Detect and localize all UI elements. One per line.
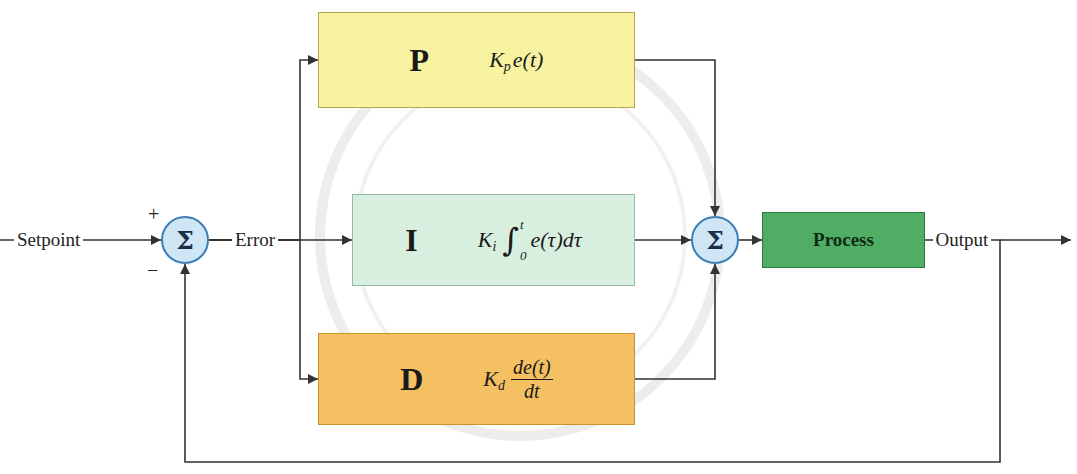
sum-symbol: Σ bbox=[176, 228, 194, 253]
process-label: Process bbox=[813, 229, 874, 251]
sign-mark: + bbox=[148, 202, 159, 226]
gain-subscript: i bbox=[492, 239, 496, 255]
content: IKi∫t0e(τ)dτ bbox=[405, 218, 581, 262]
formula: Kd de(t)dt bbox=[483, 356, 552, 403]
content: Process bbox=[813, 229, 874, 251]
gain-symbol: K bbox=[478, 227, 493, 253]
content: P Kpe(t) bbox=[410, 42, 544, 79]
connector bbox=[635, 60, 715, 216]
junction-circle bbox=[692, 217, 738, 263]
signal-name: Error bbox=[232, 229, 278, 252]
signal-name: Output bbox=[933, 229, 992, 252]
process-box: Process bbox=[762, 212, 925, 268]
signal-name: Setpoint bbox=[14, 229, 83, 252]
gain-subscript: d bbox=[498, 378, 505, 394]
content: D Kd de(t)dt bbox=[400, 356, 553, 403]
gain-symbol: K bbox=[483, 366, 498, 392]
summing-junction: Σ bbox=[161, 216, 209, 264]
derivative-box: D Kd de(t)dt bbox=[318, 333, 635, 425]
sum-symbol: Σ bbox=[706, 228, 724, 253]
block-letter: D bbox=[400, 361, 423, 398]
gain-subscript: p bbox=[504, 59, 511, 75]
lower-limit: 0 bbox=[520, 249, 527, 262]
summing-junction: Σ bbox=[691, 216, 739, 264]
junction-circle bbox=[162, 217, 208, 263]
denominator: dt bbox=[524, 380, 540, 403]
formula-term: e(τ)dτ bbox=[531, 227, 582, 253]
connector bbox=[635, 239, 691, 241]
integral-sign: ∫ bbox=[502, 224, 519, 256]
connector bbox=[739, 239, 762, 241]
integral-box: IKi∫t0e(τ)dτ bbox=[352, 194, 635, 286]
output-line bbox=[1000, 239, 1071, 241]
connector bbox=[209, 240, 318, 379]
formula-term: e(t) bbox=[513, 47, 544, 73]
fraction: de(t)dt bbox=[511, 356, 553, 403]
gain-symbol: K bbox=[489, 47, 504, 73]
formula: Ki∫t0e(τ)dτ bbox=[478, 218, 582, 262]
proportional-box: P Kpe(t) bbox=[318, 12, 635, 108]
connector bbox=[209, 60, 318, 240]
upper-limit: t bbox=[520, 218, 527, 231]
block-letter: I bbox=[405, 222, 417, 259]
integral-limits: t0 bbox=[520, 218, 527, 262]
connector bbox=[635, 264, 715, 379]
formula: Kpe(t) bbox=[489, 47, 543, 73]
numerator: de(t) bbox=[511, 356, 553, 380]
sign-mark: − bbox=[147, 258, 158, 282]
integral-group: ∫t0 bbox=[502, 218, 526, 262]
block-letter: P bbox=[410, 42, 430, 79]
